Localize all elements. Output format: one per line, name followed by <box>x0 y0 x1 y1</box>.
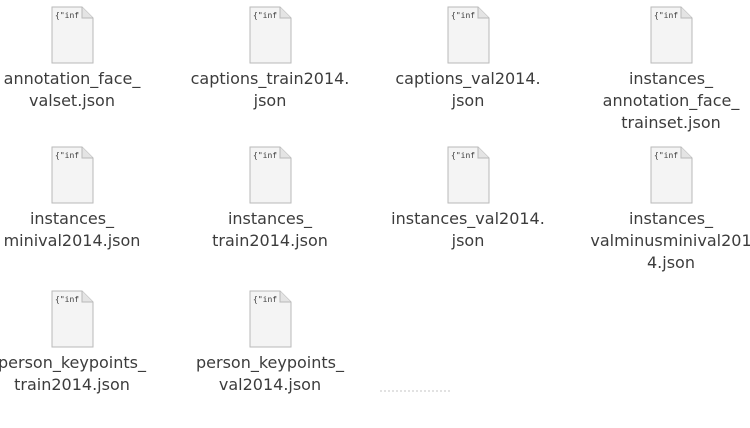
file-item-captions-train2014[interactable]: {"inf captions_train2014. json <box>175 4 365 144</box>
json-document-icon: {"inf <box>248 6 292 64</box>
file-name-label: instances_ annotation_face_ trainset.jso… <box>602 69 740 132</box>
file-name-label: instances_val2014. json <box>391 209 545 250</box>
file-name-label: annotation_face_ valset.json <box>3 69 141 110</box>
svg-text:{"inf: {"inf <box>451 11 475 20</box>
file-item-instances-val2014[interactable]: {"inf instances_val2014. json <box>373 144 563 284</box>
file-item-instances-minival2014[interactable]: {"inf instances_ minival2014.json <box>0 144 167 284</box>
file-item-instances-valminusminival2014[interactable]: {"inf instances_ valminusminival201 4.js… <box>576 144 750 284</box>
scroll-artifact <box>380 390 450 398</box>
file-name-label: captions_train2014. json <box>190 69 350 110</box>
file-name-label: instances_ minival2014.json <box>3 209 141 250</box>
svg-text:{"inf: {"inf <box>451 151 475 160</box>
file-name-label: captions_val2014. json <box>395 69 541 110</box>
svg-text:{"inf: {"inf <box>654 11 678 20</box>
json-document-icon: {"inf <box>50 6 94 64</box>
file-name-label: person_keypoints_ train2014.json <box>0 353 146 394</box>
json-document-icon: {"inf <box>248 290 292 348</box>
json-document-icon: {"inf <box>248 146 292 204</box>
json-document-icon: {"inf <box>446 146 490 204</box>
svg-text:{"inf: {"inf <box>253 151 277 160</box>
svg-text:{"inf: {"inf <box>55 11 79 20</box>
json-document-icon: {"inf <box>446 6 490 64</box>
file-item-instances-annotation-face-trainset[interactable]: {"inf instances_ annotation_face_ trains… <box>576 4 750 144</box>
json-document-icon: {"inf <box>50 290 94 348</box>
svg-text:{"inf: {"inf <box>55 295 79 304</box>
json-document-icon: {"inf <box>50 146 94 204</box>
file-item-captions-val2014[interactable]: {"inf captions_val2014. json <box>373 4 563 144</box>
svg-text:{"inf: {"inf <box>654 151 678 160</box>
file-item-person-keypoints-val2014[interactable]: {"inf person_keypoints_ val2014.json <box>175 288 365 428</box>
file-name-label: instances_ train2014.json <box>212 209 328 250</box>
file-name-label: instances_ valminusminival201 4.json <box>590 209 750 272</box>
file-item-instances-train2014[interactable]: {"inf instances_ train2014.json <box>175 144 365 284</box>
file-icon-grid: {"inf annotation_face_ valset.json {"inf… <box>0 4 750 398</box>
file-item-person-keypoints-train2014[interactable]: {"inf person_keypoints_ train2014.json <box>0 288 167 428</box>
svg-text:{"inf: {"inf <box>253 295 277 304</box>
json-document-icon: {"inf <box>649 6 693 64</box>
file-item-annotation-face-valset[interactable]: {"inf annotation_face_ valset.json <box>0 4 167 144</box>
file-name-label: person_keypoints_ val2014.json <box>196 353 344 394</box>
svg-text:{"inf: {"inf <box>253 11 277 20</box>
svg-text:{"inf: {"inf <box>55 151 79 160</box>
json-document-icon: {"inf <box>649 146 693 204</box>
